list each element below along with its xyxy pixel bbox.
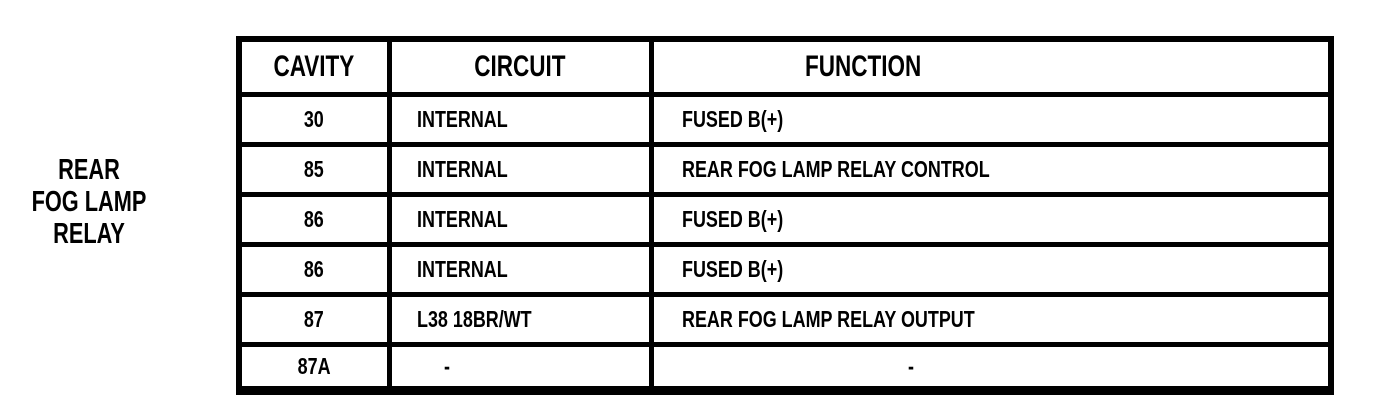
function-value: - xyxy=(907,352,914,379)
circuit-cell: INTERNAL xyxy=(386,141,654,197)
circuit-value: INTERNAL xyxy=(416,255,508,282)
cavity-cell: 30 xyxy=(236,91,392,147)
column-header-circuit-label: CIRCUIT xyxy=(474,49,566,83)
table-row: 86 INTERNAL FUSED B(+) xyxy=(236,241,1334,297)
circuit-value: INTERNAL xyxy=(416,205,508,232)
function-cell: REAR FOG LAMP RELAY OUTPUT xyxy=(648,291,1334,347)
cavity-cell: 85 xyxy=(236,141,392,197)
circuit-value: INTERNAL xyxy=(416,155,508,182)
circuit-value: INTERNAL xyxy=(416,105,508,132)
function-cell: FUSED B(+) xyxy=(648,191,1334,247)
function-cell: - xyxy=(648,341,1334,393)
function-value: REAR FOG LAMP RELAY CONTROL xyxy=(681,155,990,182)
function-value: FUSED B(+) xyxy=(681,205,783,232)
function-cell: FUSED B(+) xyxy=(648,91,1334,147)
column-header-cavity: CAVITY xyxy=(236,36,392,97)
circuit-value: L38 18BR/WT xyxy=(416,305,532,332)
table-row: 87A - - xyxy=(236,341,1334,393)
cavity-cell: 86 xyxy=(236,241,392,297)
circuit-cell: INTERNAL xyxy=(386,241,654,297)
column-header-circuit: CIRCUIT xyxy=(386,36,654,97)
column-header-cavity-label: CAVITY xyxy=(273,49,355,83)
table-row: 87 L38 18BR/WT REAR FOG LAMP RELAY OUTPU… xyxy=(236,291,1334,347)
function-value: FUSED B(+) xyxy=(681,105,783,132)
table-header-row: CAVITY CIRCUIT FUNCTION xyxy=(236,36,1334,97)
function-value: REAR FOG LAMP RELAY OUTPUT xyxy=(681,305,975,332)
circuit-cell: L38 18BR/WT xyxy=(386,291,654,347)
component-label-line-2: FOG LAMP xyxy=(31,186,147,218)
component-label-line-1: REAR xyxy=(58,154,120,186)
cavity-cell: 87 xyxy=(236,291,392,347)
cavity-value: 87A xyxy=(297,352,331,379)
cavity-value: 30 xyxy=(304,105,325,132)
column-header-function-label: FUNCTION xyxy=(804,49,921,83)
cavity-cell: 87A xyxy=(236,341,392,393)
function-value: FUSED B(+) xyxy=(681,255,783,282)
function-cell: FUSED B(+) xyxy=(648,241,1334,297)
pinout-table: CAVITY CIRCUIT FUNCTION 30 INTERNAL FUSE… xyxy=(236,36,1334,395)
circuit-value: - xyxy=(443,352,450,379)
component-label-line-3: RELAY xyxy=(53,218,125,250)
cavity-value: 85 xyxy=(304,155,325,182)
circuit-cell: - xyxy=(386,341,654,393)
cavity-cell: 86 xyxy=(236,191,392,247)
cavity-value: 86 xyxy=(304,255,325,282)
table-row: 85 INTERNAL REAR FOG LAMP RELAY CONTROL xyxy=(236,141,1334,197)
function-cell: REAR FOG LAMP RELAY CONTROL xyxy=(648,141,1334,197)
cavity-value: 86 xyxy=(304,205,325,232)
component-label: REAR FOG LAMP RELAY xyxy=(8,154,170,250)
circuit-cell: INTERNAL xyxy=(386,91,654,147)
circuit-cell: INTERNAL xyxy=(386,191,654,247)
table-row: 86 INTERNAL FUSED B(+) xyxy=(236,191,1334,247)
table-row: 30 INTERNAL FUSED B(+) xyxy=(236,91,1334,147)
column-header-function: FUNCTION xyxy=(648,36,1334,97)
cavity-value: 87 xyxy=(304,305,325,332)
